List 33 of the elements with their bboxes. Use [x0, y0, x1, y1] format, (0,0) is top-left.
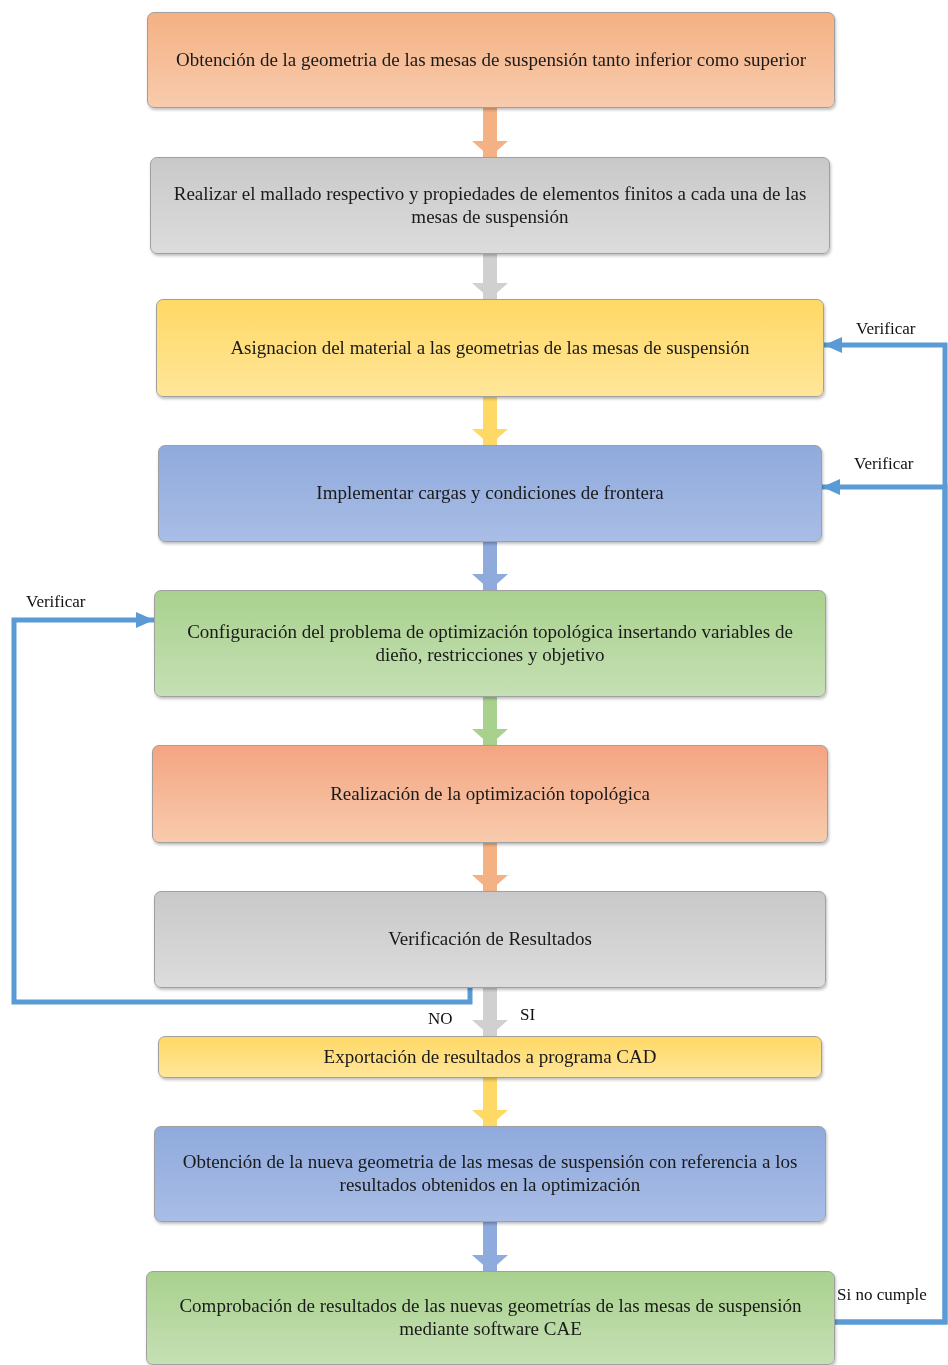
step-text: Configuración del problema de optimización topológica insertando variables de dieño, restricciones y objetivo: [186, 620, 794, 667]
block-arrow: [472, 697, 508, 745]
block-arrow: [472, 988, 508, 1036]
block-arrow: [472, 254, 508, 299]
process-box: [150, 157, 830, 254]
process-box: [146, 1271, 835, 1365]
step-text: Obtención de la geometria de las mesas de suspensión tanto inferior como superior: [176, 48, 806, 72]
block-arrow: [472, 1078, 508, 1126]
step-text: Obtención de la nueva geometria de las mesas de suspensión con referencia a los resultados obtenidos en la optimización: [181, 1151, 799, 1197]
step-text: Exportación de resultados a programa CAD: [323, 1045, 657, 1069]
process-box: [152, 745, 828, 843]
feedback-arrow: [11, 612, 473, 1005]
step-text: Asignacion del material a las geometrias de las mesas de suspensión: [230, 336, 750, 360]
block-arrow: [472, 843, 508, 891]
feedback-arrow: [822, 479, 948, 1325]
step-text: Comprobación de resultados de las nuevas geometrías de las mesas de suspensión mediante software CAE: [178, 1295, 803, 1341]
step-text: Verificación de Resultados: [388, 928, 592, 951]
step-text: Realizar el mallado respectivo y propiedades de elementos finitos a cada una de las mesas de suspensión: [172, 182, 808, 229]
process-box: [154, 1126, 826, 1222]
process-box: [154, 891, 826, 988]
note-label: NO: [428, 1010, 453, 1029]
process-box: [154, 590, 826, 697]
process-box: [158, 1036, 822, 1078]
block-arrow: [472, 1222, 508, 1271]
note-label: Si no cumple: [837, 1286, 927, 1305]
block-arrow: [472, 397, 508, 445]
step-text: Realización de la optimización topológica: [330, 782, 650, 806]
process-box: [156, 299, 824, 397]
process-box: [158, 445, 822, 542]
block-arrow: [472, 108, 508, 157]
step-text: Implementar cargas y condiciones de frontera: [316, 482, 664, 505]
process-box: [147, 12, 835, 108]
block-arrow: [472, 542, 508, 590]
